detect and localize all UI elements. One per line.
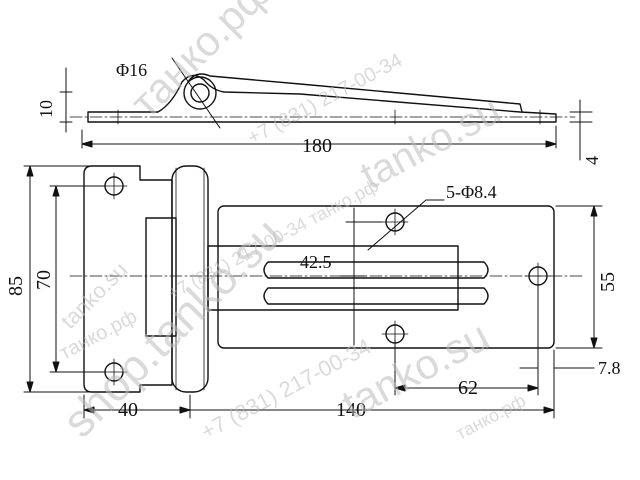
- dim-leaf-width-right: 140: [336, 399, 366, 421]
- dim-edge-offset: 7.8: [598, 358, 621, 378]
- dim-side-height: 10: [36, 100, 56, 118]
- dimension-labels: Φ16 10 180 4 85 70 55 5-Φ8.4 42.5 40 140…: [5, 60, 621, 421]
- dim-plate-thickness: 4: [582, 156, 602, 165]
- right-leaf: [217, 205, 555, 349]
- dim-overall-height: 85: [5, 276, 27, 296]
- dim-leaf-width-left: 40: [118, 399, 138, 421]
- dim-hole-spacing-left: 70: [33, 270, 55, 290]
- dim-pin-diameter: Φ16: [116, 60, 147, 80]
- dim-hole-offset: 42.5: [300, 252, 332, 272]
- pin-circle-inner: [190, 83, 210, 103]
- watermark-phone-2: +7 (831) 217-00-34 танко.рф: [164, 175, 382, 303]
- front-dimensions: [23, 165, 603, 419]
- side-view: [69, 73, 576, 125]
- left-leaf: [83, 165, 173, 393]
- slot-lower: [263, 287, 489, 305]
- watermark-tanko-2: tanko.su: [334, 312, 496, 428]
- slot-upper: [263, 261, 489, 279]
- dim-hole-callout: 5-Φ8.4: [446, 182, 497, 202]
- top-dimensions: [59, 57, 593, 161]
- pin-circle-outer: [183, 76, 217, 110]
- side-profile-upper: [187, 73, 523, 113]
- dim-hole-pitch: 62: [458, 377, 478, 399]
- dim-hole-spacing-right: 55: [597, 272, 619, 292]
- dim-top-length: 180: [302, 135, 332, 157]
